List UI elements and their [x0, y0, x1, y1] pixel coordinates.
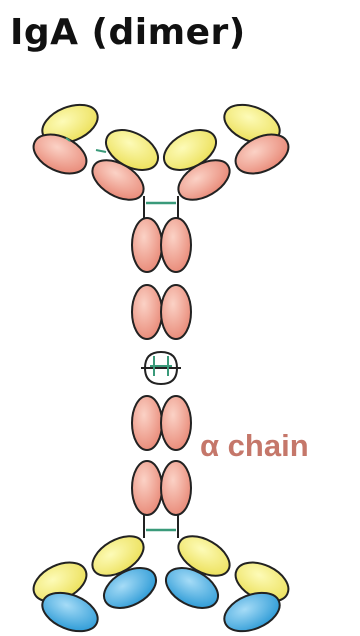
- top-hinge: [144, 196, 178, 218]
- j-chain: [141, 352, 181, 384]
- top-right-fab: [157, 97, 294, 207]
- bottom-right-fab: [159, 528, 294, 636]
- bottom-hinge: [144, 515, 178, 538]
- upper-fc: [132, 218, 191, 339]
- bottom-left-fab: [27, 528, 162, 636]
- top-left-fab: [27, 97, 164, 207]
- alpha-chain-label: α chain: [200, 428, 309, 464]
- lower-fc: [132, 396, 191, 515]
